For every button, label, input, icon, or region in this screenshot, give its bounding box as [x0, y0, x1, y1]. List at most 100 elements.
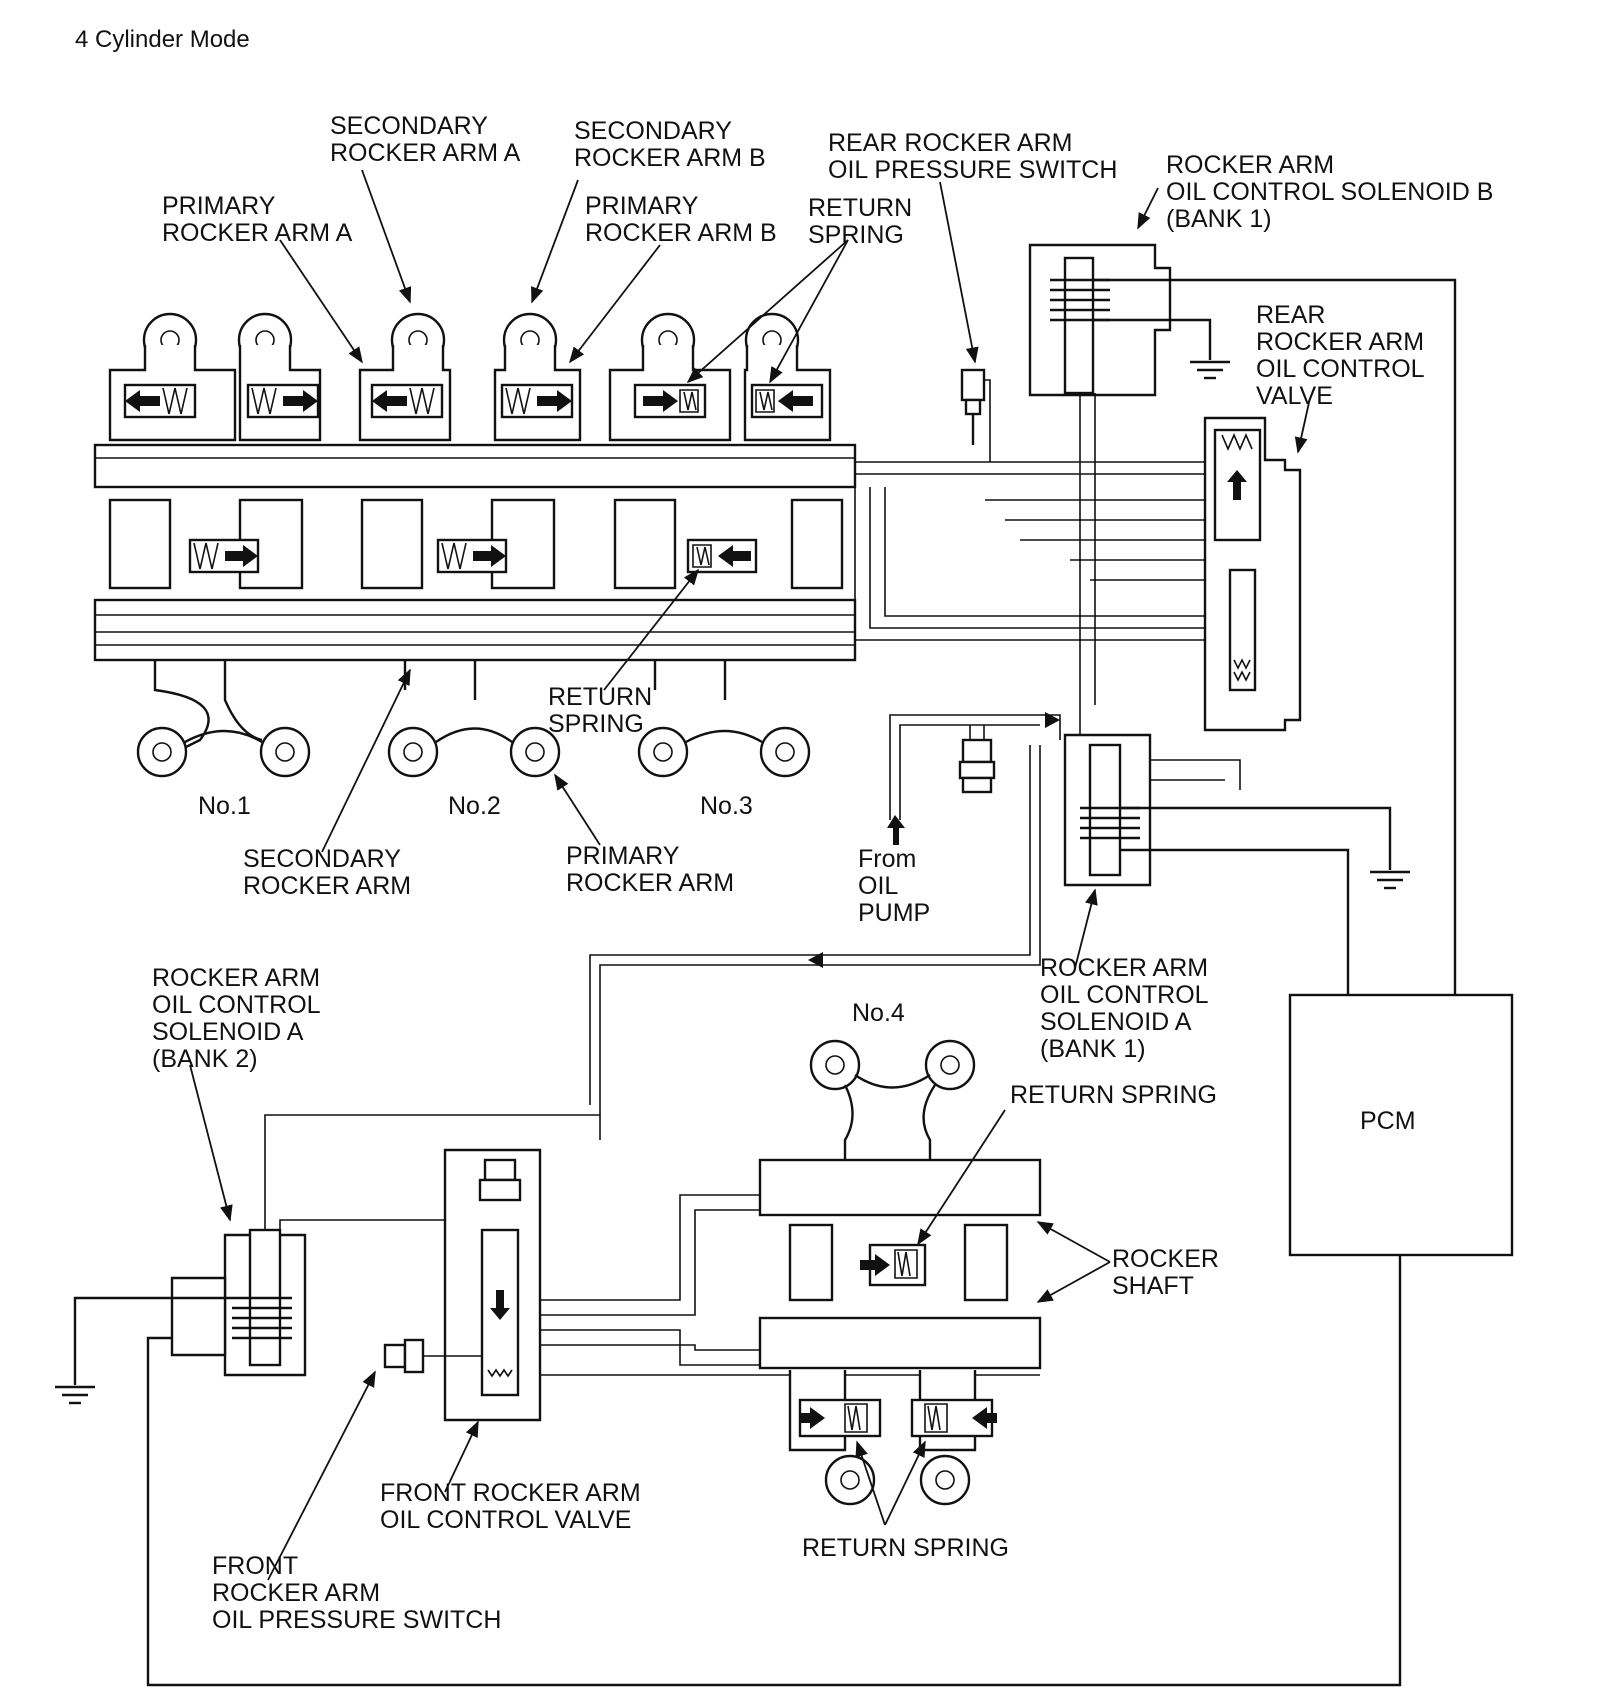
label-line: PRIMARY	[162, 192, 276, 220]
rear-oil-control-valve	[1203, 416, 1302, 732]
rocker-arm-top-2	[237, 312, 322, 442]
label-primary-rocker-arm-a: PRIMARY ROCKER ARM A	[162, 193, 352, 247]
rocker-arm-top-4	[493, 312, 582, 442]
label-line: OIL PRESSURE SWITCH	[828, 156, 1118, 184]
rocker-arm-top-5	[608, 312, 732, 442]
label-line: ROCKER ARM A	[162, 219, 353, 247]
label-line: ROCKER ARM	[566, 869, 735, 897]
label-secondary-rocker-arm-b: SECONDARY ROCKER ARM B	[574, 118, 766, 172]
label-line: PUMP	[858, 899, 931, 927]
label-return-spring-mid: RETURN SPRING	[548, 684, 652, 738]
label-line: OIL CONTROL SOLENOID B	[1166, 178, 1494, 206]
solenoid-a-bank2	[55, 1114, 601, 1405]
oil-pump-feed	[887, 712, 1061, 845]
label-line: VALVE	[1256, 382, 1333, 410]
label-cylinder-no2: No.2	[448, 792, 501, 820]
label-solenoid-a-bank2: ROCKER ARM OIL CONTROL SOLENOID A (BANK …	[152, 965, 321, 1073]
label-line: ROCKER ARM	[1040, 954, 1209, 982]
label-line: (BANK 1)	[1166, 205, 1272, 233]
ground-symbol-b	[1190, 360, 1230, 380]
label-line: ROCKER ARM	[152, 964, 321, 992]
label-line: PRIMARY	[585, 192, 699, 220]
rocker-arm-top-3	[358, 312, 452, 442]
label-line: SECONDARY	[243, 845, 401, 873]
label-line: From	[858, 845, 917, 873]
lower-rocker-no2	[387, 660, 561, 778]
label-cylinder-no3: No.3	[700, 792, 753, 820]
label-line: ROCKER ARM B	[585, 219, 777, 247]
lower-rocker-arms	[136, 660, 811, 778]
label-front-oil-control-valve: FRONT ROCKER ARM OIL CONTROL VALVE	[380, 1480, 641, 1534]
ground-symbol-a1	[1370, 870, 1410, 890]
rocker-no4-mid	[788, 1223, 1009, 1302]
label-rear-oil-pressure-switch: REAR ROCKER ARM OIL PRESSURE SWITCH	[828, 130, 1117, 184]
label-line: OIL CONTROL	[1256, 355, 1425, 383]
label-line: FRONT ROCKER ARM	[380, 1479, 641, 1507]
solenoid-a-bank1	[589, 733, 1410, 1115]
label-line: RETURN	[548, 683, 653, 711]
label-line: REAR ROCKER ARM	[828, 129, 1073, 157]
rocker-arm-top-6	[743, 312, 832, 442]
rear-oil-pressure-switch	[960, 368, 986, 445]
label-secondary-rocker-arm: SECONDARY ROCKER ARM	[243, 846, 411, 900]
label-return-spring-top: RETURN SPRING	[808, 195, 912, 249]
label-return-spring-bottom: RETURN SPRING	[802, 1534, 1009, 1562]
label-line: ROCKER	[1112, 1245, 1219, 1273]
label-line: SPRING	[548, 710, 644, 738]
oil-pressure-switch-mid	[958, 725, 996, 794]
middle-rocker-row	[108, 498, 844, 590]
label-line: OIL CONTROL	[152, 991, 321, 1019]
lower-rocker-no1	[136, 660, 311, 778]
label-line: (BANK 2)	[152, 1045, 258, 1073]
solenoid-b-bank1	[1028, 243, 1457, 995]
label-line: SHAFT	[1112, 1272, 1194, 1300]
lower-rocker-no3	[637, 660, 811, 778]
label-line: PRIMARY	[566, 842, 680, 870]
upper-rocker-arms-row	[108, 312, 832, 442]
rocker-arm-top-1	[108, 312, 237, 442]
label-line: SOLENOID A	[1040, 1008, 1192, 1036]
label-rocker-shaft: ROCKER SHAFT	[1112, 1246, 1219, 1300]
label-line: SECONDARY	[574, 117, 732, 145]
label-line: FRONT	[212, 1552, 299, 1580]
label-from-oil-pump: From OIL PUMP	[858, 846, 930, 927]
label-primary-rocker-arm-b: PRIMARY ROCKER ARM B	[585, 193, 777, 247]
label-rear-oil-control-valve: REAR ROCKER ARM OIL CONTROL VALVE	[1256, 302, 1425, 410]
ground-symbol-a2	[55, 1385, 95, 1405]
label-line: SPRING	[808, 221, 904, 249]
label-line: ROCKER ARM	[1256, 328, 1425, 356]
label-return-spring-right: RETURN SPRING	[1010, 1081, 1217, 1109]
label-line: OIL	[858, 872, 899, 900]
piston-mid-3	[686, 538, 758, 574]
label-line: OIL PRESSURE SWITCH	[212, 1606, 502, 1634]
diagram-title: 4 Cylinder Mode	[75, 26, 250, 53]
label-pcm: PCM	[1360, 1107, 1416, 1135]
label-cylinder-no1: No.1	[198, 792, 251, 820]
label-line: ROCKER ARM	[212, 1579, 381, 1607]
rocker-no4-bottom	[788, 1370, 997, 1506]
label-solenoid-b-bank1: ROCKER ARM OIL CONTROL SOLENOID B (BANK …	[1166, 152, 1493, 233]
label-line: ROCKER ARM	[1166, 151, 1335, 179]
label-line: ROCKER ARM B	[574, 144, 766, 172]
piston-mid-2	[436, 538, 508, 574]
label-primary-rocker-arm: PRIMARY ROCKER ARM	[566, 843, 734, 897]
label-line: SOLENOID A	[152, 1018, 304, 1046]
label-line: OIL CONTROL	[1040, 981, 1209, 1009]
leader-lines	[189, 169, 1311, 1581]
label-line: ROCKER ARM	[243, 872, 412, 900]
label-line: RETURN	[808, 194, 913, 222]
label-cylinder-no4: No.4	[852, 999, 905, 1027]
label-solenoid-a-bank1: ROCKER ARM OIL CONTROL SOLENOID A (BANK …	[1040, 955, 1209, 1063]
label-line: SECONDARY	[330, 112, 488, 140]
piston-mid-1	[188, 538, 260, 574]
label-line: REAR	[1256, 301, 1326, 329]
front-oil-pressure-switch-part	[383, 1338, 482, 1374]
label-line: ROCKER ARM A	[330, 139, 521, 167]
label-line: OIL CONTROL VALVE	[380, 1506, 632, 1534]
rocker-no4-assembly	[758, 1039, 1042, 1506]
upper-rocker-shaft-assembly	[93, 379, 1205, 662]
label-front-oil-pressure-switch: FRONT ROCKER ARM OIL PRESSURE SWITCH	[212, 1553, 501, 1634]
label-secondary-rocker-arm-a: SECONDARY ROCKER ARM A	[330, 113, 520, 167]
label-line: (BANK 1)	[1040, 1035, 1146, 1063]
